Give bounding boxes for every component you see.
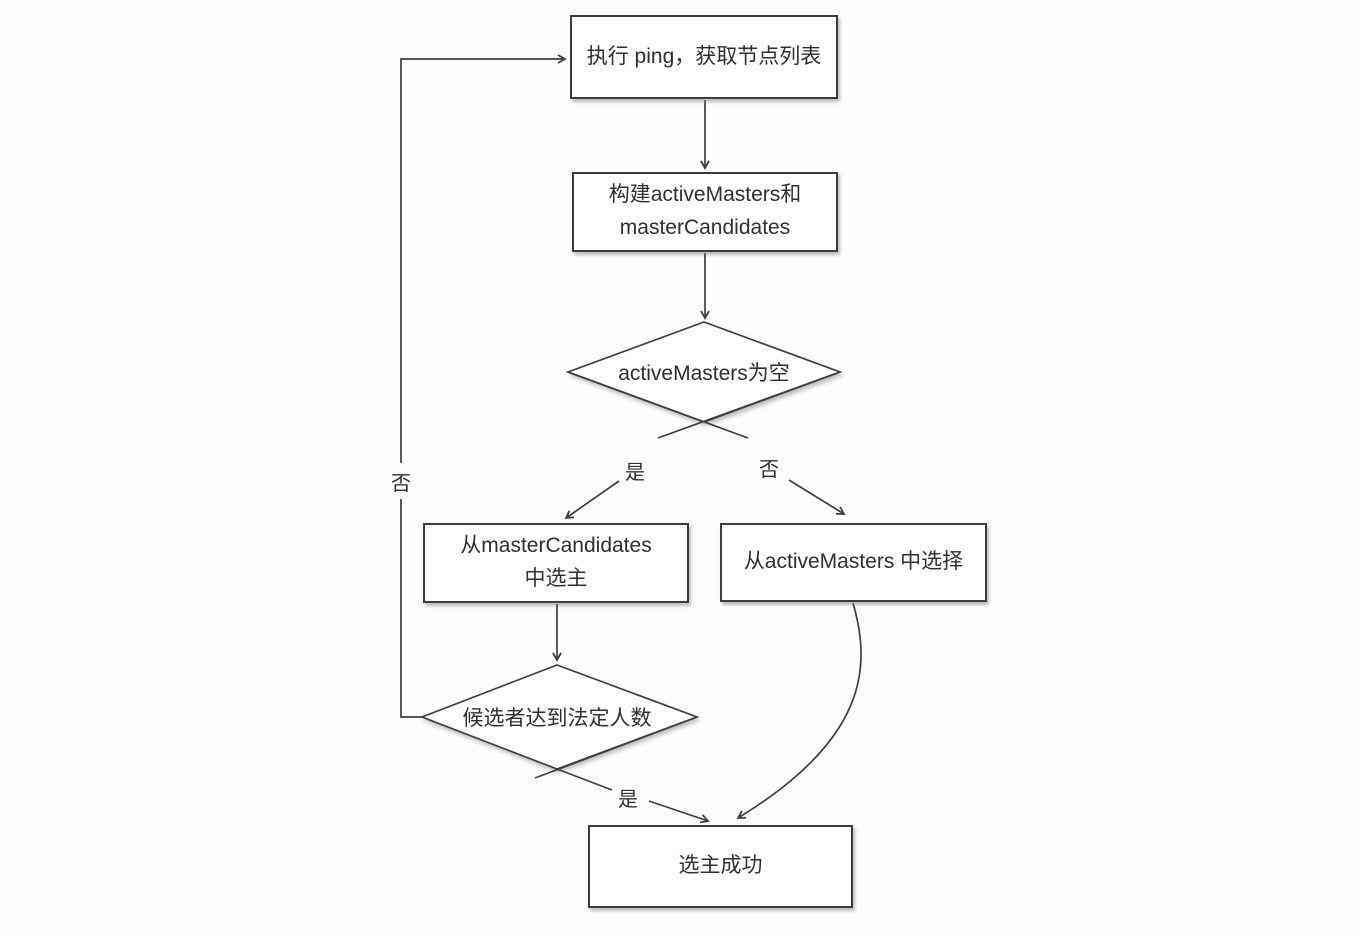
node-success: 选主成功 bbox=[588, 825, 853, 908]
edge-no-loop bbox=[400, 54, 567, 718]
diamond-active-empty bbox=[565, 321, 843, 423]
diamond-quorum bbox=[419, 664, 700, 770]
edge-quorum-ext-right bbox=[556, 768, 613, 791]
node-pick-candidates: 从masterCandidates 中选主 bbox=[423, 523, 689, 603]
node-ping: 执行 ping，获取节点列表 bbox=[570, 15, 838, 99]
edge-yes-success bbox=[648, 800, 710, 824]
edge-no-pickactive bbox=[788, 479, 846, 515]
node-pick-active: 从activeMasters 中选择 bbox=[720, 523, 987, 602]
edge-activeempty-cross-right bbox=[657, 371, 841, 439]
edge-yes-pickcandidates bbox=[564, 480, 620, 520]
edge-activeempty-cross-left bbox=[567, 371, 749, 439]
node-build: 构建activeMasters和 masterCandidates bbox=[572, 172, 838, 252]
edge-pickactive-success bbox=[736, 602, 862, 819]
edge-quorum-ext-left bbox=[534, 716, 698, 779]
